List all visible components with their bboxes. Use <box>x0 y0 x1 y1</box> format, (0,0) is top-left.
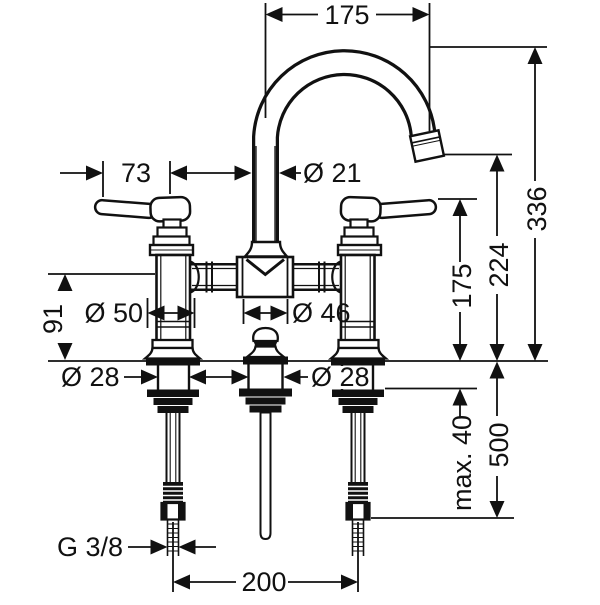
dim-tap-spacing-label: 200 <box>241 567 286 597</box>
dim-deck-max-label: max. 40 <box>447 415 477 511</box>
dim-center-diameter-label: Ø 46 <box>292 298 351 328</box>
dim-aerator-height-label: 224 <box>484 242 514 287</box>
aerator <box>408 128 446 164</box>
faucet <box>93 49 446 558</box>
dim-hose-length-label: 500 <box>484 422 514 467</box>
dim-handle-height-label: 175 <box>447 263 477 308</box>
faucet-spout <box>242 49 446 258</box>
dim-shank-center-label: Ø 28 <box>311 362 370 392</box>
t-connector <box>235 255 295 299</box>
popup-knob <box>239 326 292 413</box>
dim-thread-size-label: G 3/8 <box>57 532 123 562</box>
dim-shank-left-label: Ø 28 <box>61 362 120 392</box>
dim-handle-offset-label: 73 <box>121 158 151 188</box>
dim-escutcheon-label: Ø 50 <box>84 298 143 328</box>
valve-left <box>93 195 204 556</box>
dim-total-height-label: 336 <box>522 186 552 231</box>
dim-spout-reach-label: 175 <box>324 0 369 30</box>
popup-rod <box>259 411 272 541</box>
dimension-labels: 175 73 Ø 21 Ø 50 Ø 46 91 Ø 28 Ø 28 336 2… <box>38 0 552 597</box>
label-backing <box>309 366 370 389</box>
dimension-arrows <box>57 7 543 590</box>
dim-body-height-label: 91 <box>38 304 68 334</box>
dim-spout-diameter-label: Ø 21 <box>303 158 362 188</box>
lever-handle <box>93 198 158 220</box>
dimension-linework <box>48 3 548 592</box>
